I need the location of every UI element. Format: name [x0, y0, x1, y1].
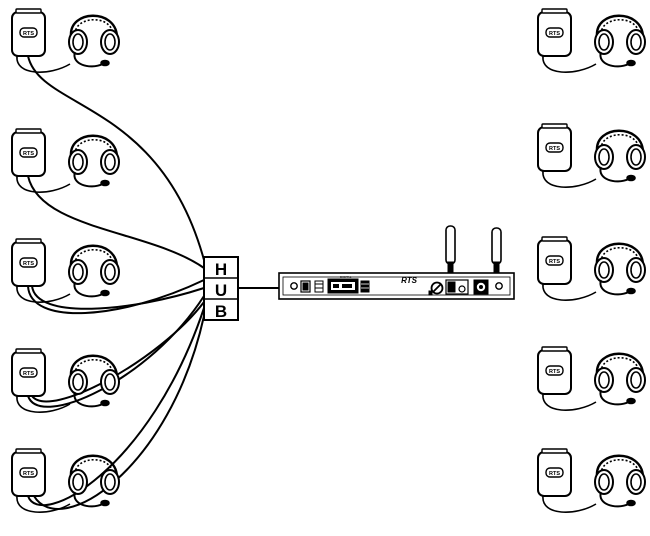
hub-cable	[27, 279, 205, 315]
station-left-4: RTS	[11, 348, 120, 413]
headset-icon	[68, 354, 120, 408]
beltpack-icon: RTS	[11, 128, 46, 177]
hub-cable	[27, 55, 205, 261]
headset-icon	[594, 14, 646, 68]
headset-icon	[594, 129, 646, 183]
base-station-brand: RTS	[401, 276, 418, 285]
beltpack-logo: RTS	[549, 31, 560, 37]
svg-text:DIGITAL: DIGITAL	[340, 275, 352, 279]
beltpack-logo: RTS	[549, 146, 560, 152]
beltpack-logo: RTS	[23, 371, 34, 377]
beltpack-logo: RTS	[549, 471, 560, 477]
beltpack-icon: RTS	[537, 236, 572, 285]
headset-cable	[542, 283, 597, 301]
headset-cable	[16, 55, 71, 73]
beltpack-icon: RTS	[11, 448, 46, 497]
headset-cable	[16, 285, 71, 303]
headset-icon	[68, 244, 120, 298]
headset-cable	[16, 175, 71, 193]
station-right-4: RTS	[537, 346, 646, 411]
beltpack-logo: RTS	[549, 369, 560, 375]
beltpack-logo: RTS	[23, 471, 34, 477]
antenna-icon	[491, 227, 502, 276]
headset-icon	[68, 14, 120, 68]
headset-cable	[542, 55, 597, 73]
hub-cable	[27, 307, 205, 507]
beltpack-icon: RTS	[537, 8, 572, 57]
station-right-1: RTS	[537, 8, 646, 73]
beltpack-icon: RTS	[537, 448, 572, 497]
hub-cable	[27, 175, 205, 269]
antenna-icon	[445, 225, 456, 276]
headset-icon	[594, 242, 646, 296]
station-right-3: RTS	[537, 236, 646, 301]
hub-letter-b: B	[215, 302, 227, 321]
hub-letter-u: U	[215, 281, 227, 300]
headset-icon	[68, 134, 120, 188]
headset-cable	[542, 495, 597, 513]
headset-cable	[16, 395, 71, 413]
station-left-5: RTS	[11, 448, 120, 513]
headset-icon	[594, 352, 646, 406]
left-stations: RTS RTS RTS RTS RTS	[11, 8, 120, 513]
beltpack-logo: RTS	[549, 259, 560, 265]
station-right-2: RTS	[537, 123, 646, 188]
headset-cable	[542, 393, 597, 411]
station-left-3: RTS	[11, 238, 120, 303]
headset-cable	[16, 495, 71, 513]
base-station-icon: DIGITAL RTS	[278, 225, 515, 300]
beltpack-icon: RTS	[11, 348, 46, 397]
hub-box: H U B	[203, 256, 239, 321]
beltpack-icon: RTS	[11, 238, 46, 287]
right-stations: RTS RTS RTS RTS RTS	[537, 8, 646, 513]
hub-letter-h: H	[215, 260, 227, 279]
headset-icon	[68, 454, 120, 508]
beltpack-icon: RTS	[11, 8, 46, 57]
cable-layer	[27, 55, 280, 510]
beltpack-logo: RTS	[23, 151, 34, 157]
beltpack-icon: RTS	[537, 123, 572, 172]
station-left-1: RTS	[11, 8, 120, 73]
station-right-5: RTS	[537, 448, 646, 513]
beltpack-icon: RTS	[537, 346, 572, 395]
hub-cable	[31, 285, 205, 310]
station-left-2: RTS	[11, 128, 120, 193]
headset-icon	[594, 454, 646, 508]
beltpack-logo: RTS	[23, 261, 34, 267]
headset-cable	[542, 170, 597, 188]
beltpack-logo: RTS	[23, 31, 34, 37]
